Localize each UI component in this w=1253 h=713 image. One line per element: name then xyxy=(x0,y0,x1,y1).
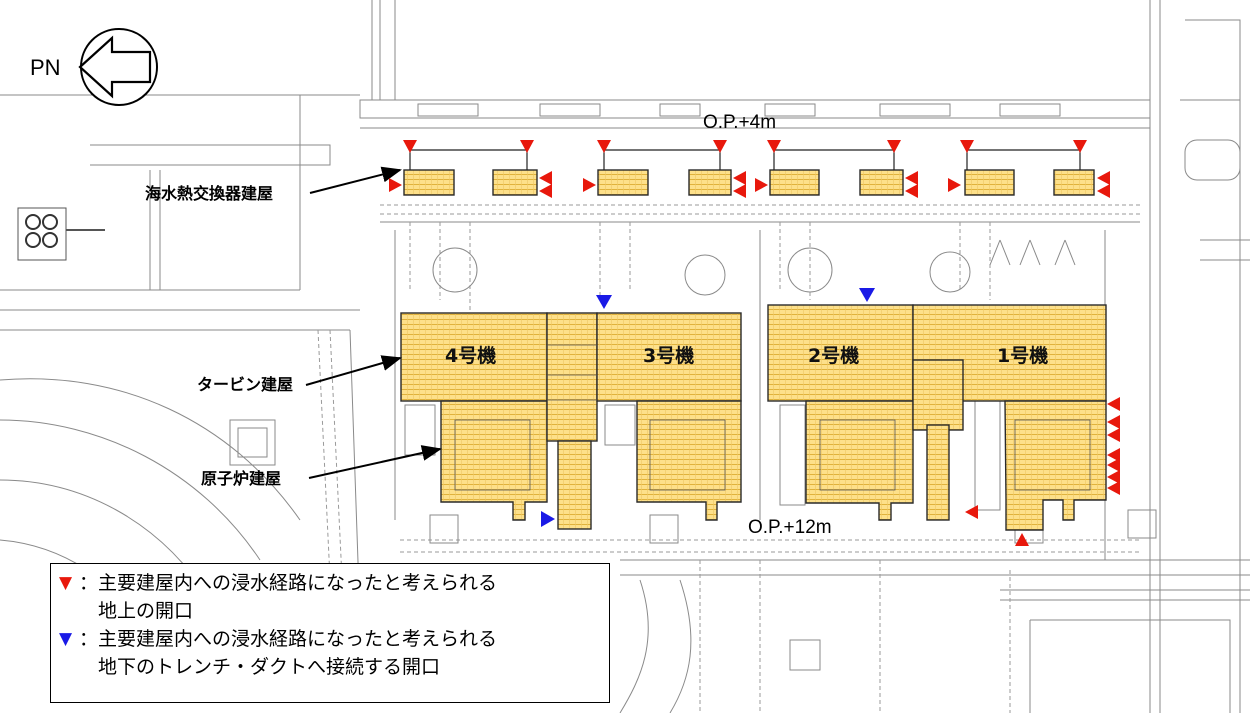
seawater-hx-building xyxy=(403,169,455,196)
ground-opening-marker xyxy=(733,171,746,185)
seawater-hx-building xyxy=(597,169,649,196)
ground-opening-marker xyxy=(583,178,596,192)
ground-opening-marker xyxy=(713,140,727,153)
legend-line-1: 主要建屋内への浸水経路になったと考えられる xyxy=(98,628,498,650)
unit-2-label: 2号機 xyxy=(808,344,859,367)
tank-icon xyxy=(17,207,105,261)
legend-line-1: 主要建屋内への浸水経路になったと考えられる xyxy=(98,572,498,594)
reactor-building-unit-3 xyxy=(636,400,742,521)
underground-opening-marker xyxy=(859,288,875,302)
turbine-building-unit-3 xyxy=(596,312,742,402)
reactor-building-callout: 原子炉建屋 xyxy=(201,469,281,488)
legend-text: ：主要建屋内への浸水経路になったと考えられる地下のトレンチ・ダクトへ接続する開口 xyxy=(79,625,601,681)
ground-opening-marker xyxy=(960,140,974,153)
unit-3-label: 3号機 xyxy=(643,344,694,367)
ground-opening-marker xyxy=(755,178,768,192)
ground-opening-marker xyxy=(1107,470,1120,484)
unit-2-buildings xyxy=(767,304,914,521)
turbine-building-unit-4 xyxy=(400,312,548,402)
north-label: PN xyxy=(30,55,61,80)
reactor-building-unit-1 xyxy=(1004,400,1107,531)
blue-triangle-icon: ▼ xyxy=(59,629,73,649)
trench-building-unit-1 xyxy=(926,424,950,521)
callouts: 海水熱交換器建屋 タービン建屋 原子炉建屋 xyxy=(145,166,442,488)
reactor-building-unit-2 xyxy=(805,400,914,521)
ground-opening-marker xyxy=(965,505,978,519)
unit-1-buildings xyxy=(912,304,1107,531)
ground-opening-marker xyxy=(1073,140,1087,153)
unit-1-label: 1号機 xyxy=(997,344,1048,367)
legend-text: ：主要建屋内への浸水経路になったと考えられる地上の開口 xyxy=(79,569,601,625)
legend-item-ground-opening: ▼ ：主要建屋内への浸水経路になったと考えられる地上の開口 xyxy=(59,569,601,625)
seawater-hx-buildings xyxy=(403,143,1095,196)
ground-opening-marker xyxy=(733,184,746,198)
building-detail-lines xyxy=(454,344,1091,491)
ground-opening-marker xyxy=(597,140,611,153)
common-building-unit-1 xyxy=(912,359,964,431)
ground-opening-marker xyxy=(948,178,961,192)
legend-line-2: 地下のトレンチ・ダクトへ接続する開口 xyxy=(98,656,441,678)
ground-opening-marker xyxy=(1097,184,1110,198)
ground-opening-marker xyxy=(539,171,552,185)
seawater-hx-building xyxy=(769,169,820,196)
ground-opening-marker xyxy=(905,171,918,185)
ground-opening-markers xyxy=(389,140,1120,546)
north-arrow-icon xyxy=(78,28,158,106)
ground-opening-marker xyxy=(389,178,402,192)
ground-opening-marker xyxy=(1107,428,1120,442)
red-triangle-icon: ▼ xyxy=(59,573,73,593)
legend-line-2: 地上の開口 xyxy=(98,600,194,622)
ground-opening-marker xyxy=(905,184,918,198)
seawater-hx-building xyxy=(859,169,904,196)
trench-building xyxy=(557,440,592,530)
ground-opening-marker xyxy=(1107,448,1120,462)
seawater-hx-building xyxy=(1053,169,1095,196)
underground-opening-marker xyxy=(541,511,555,527)
underground-opening-marker xyxy=(596,295,612,309)
ground-opening-marker xyxy=(767,140,781,153)
legend-item-underground-opening: ▼ ：主要建屋内への浸水経路になったと考えられる地下のトレンチ・ダクトへ接続する… xyxy=(59,625,601,681)
ground-opening-marker xyxy=(1097,171,1110,185)
north-arrow: PN xyxy=(30,28,158,106)
common-building xyxy=(546,312,598,442)
sea-level-label: O.P.+4m xyxy=(703,112,776,133)
seawater-hx-building-callout: 海水熱交換器建屋 xyxy=(145,184,273,203)
ground-opening-marker xyxy=(1107,415,1120,429)
ground-opening-marker xyxy=(403,140,417,153)
turbine-building-unit-2 xyxy=(767,304,914,402)
seawater-hx-building xyxy=(964,169,1015,196)
legend-separator: ： xyxy=(79,628,99,650)
legend-separator: ： xyxy=(79,572,99,594)
ground-opening-marker xyxy=(1107,458,1120,472)
ground-opening-marker xyxy=(887,140,901,153)
turbine-building-callout: タービン建屋 xyxy=(197,375,293,394)
underground-opening-markers xyxy=(541,288,875,527)
unit-4-label: 4号機 xyxy=(445,344,496,367)
ground-opening-marker xyxy=(1107,397,1120,411)
legend: ▼ ：主要建屋内への浸水経路になったと考えられる地上の開口 ▼ ：主要建屋内への… xyxy=(50,563,610,703)
ground-opening-marker xyxy=(520,140,534,153)
ground-opening-marker xyxy=(1107,481,1120,495)
reactor-building-unit-4 xyxy=(440,400,548,521)
ground-opening-marker xyxy=(539,184,552,198)
seawater-hx-building xyxy=(492,169,538,196)
site-level-label: O.P.+12m xyxy=(748,517,832,538)
seawater-hx-building xyxy=(688,169,732,196)
ground-opening-marker xyxy=(1015,533,1029,546)
